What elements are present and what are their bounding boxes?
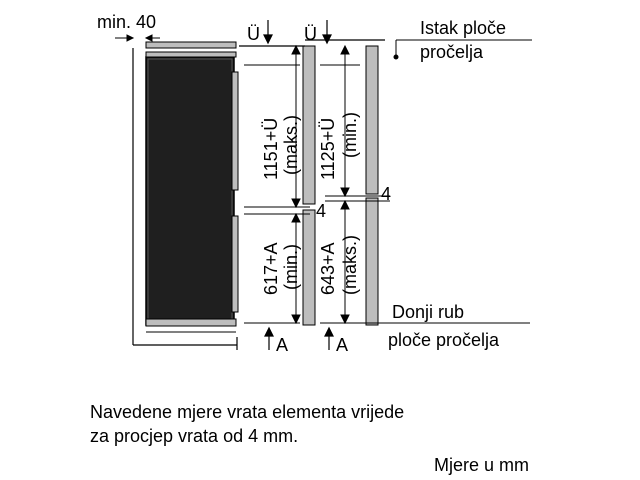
appliance-body bbox=[145, 51, 239, 333]
front-projection-label-line1: Istak ploče bbox=[420, 18, 506, 38]
bottom-edge-label-line1: Donji rub bbox=[392, 302, 464, 322]
dim-upper-max-label: 1151+Ü bbox=[261, 118, 281, 180]
a-markers bbox=[264, 326, 334, 350]
dim-upper-max-sub-label: (maks.) bbox=[281, 115, 301, 175]
bottom-edge-label-line2: ploče pročelja bbox=[388, 330, 500, 350]
dim-upper-min-label: 1125+Ü bbox=[318, 118, 338, 180]
door-gap-note-line1: Navedene mjere vrata elementa vrijede bbox=[90, 402, 405, 422]
door-panels bbox=[302, 45, 379, 326]
u-label-2: Ü bbox=[304, 24, 317, 44]
dim-lower-max-sub-label: (maks.) bbox=[340, 235, 360, 295]
cabinet-niche bbox=[132, 41, 238, 350]
min-gap-label: min. 40 bbox=[97, 12, 156, 32]
front-projection-callout bbox=[393, 39, 532, 60]
door-gap-label-2: 4 bbox=[381, 184, 391, 204]
min-gap-dimension bbox=[115, 34, 160, 42]
u-label-1: Ü bbox=[247, 24, 260, 44]
dim-lower-min-sub-label: (min.) bbox=[281, 244, 301, 290]
a-label-2: A bbox=[336, 335, 348, 355]
reference-lines bbox=[244, 64, 390, 324]
dim-lower-max-label: 643+A bbox=[318, 242, 338, 295]
dim-lower-min-label: 617+A bbox=[261, 242, 281, 295]
door-gap-label-1: 4 bbox=[316, 201, 326, 221]
units-label: Mjere u mm bbox=[434, 455, 530, 475]
dimension-arrows bbox=[291, 44, 350, 325]
front-projection-label-line2: pročelja bbox=[420, 42, 484, 62]
door-gap-note-line2: za procjep vrata od 4 mm. bbox=[90, 426, 299, 446]
a-label-1: A bbox=[276, 335, 288, 355]
u-markers bbox=[239, 20, 385, 47]
dim-upper-min-sub-label: (min.) bbox=[340, 112, 360, 158]
